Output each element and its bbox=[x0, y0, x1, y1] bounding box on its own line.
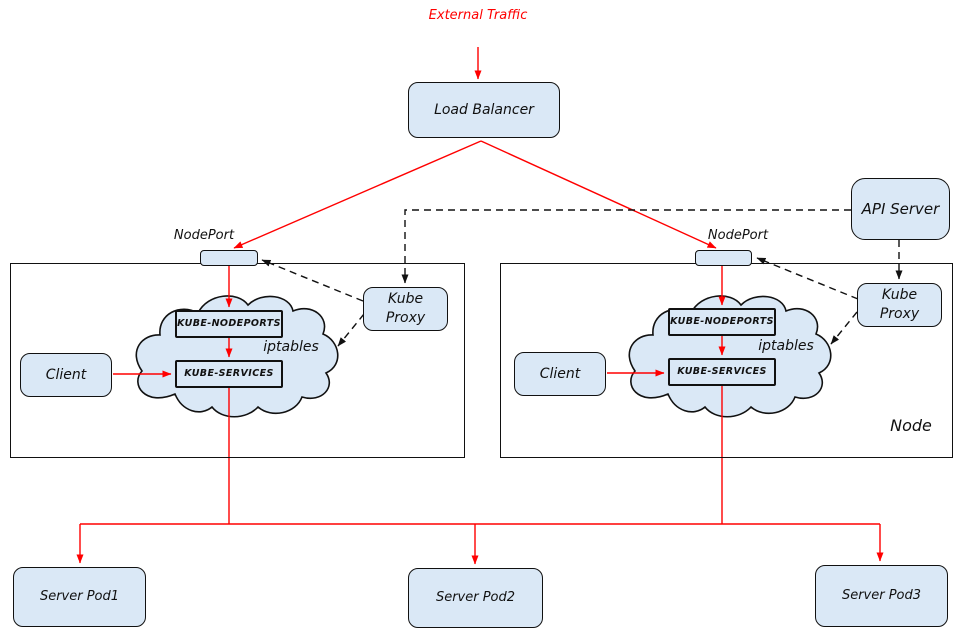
edge-kubeproxy2-to-nodeport2 bbox=[756, 257, 859, 300]
api-server-box: API Server bbox=[851, 178, 950, 240]
node1-nodeport-label: NodePort bbox=[173, 228, 235, 243]
server-pod1-box: Server Pod1 bbox=[13, 567, 146, 627]
external-traffic-label: External Traffic bbox=[428, 8, 528, 23]
node1-nodeport-box bbox=[200, 250, 258, 266]
node2-iptables-label: iptables bbox=[758, 338, 814, 354]
node1-kube-nodeports-box: KUBE-NODEPORTS bbox=[175, 310, 283, 338]
load-balancer-box: Load Balancer bbox=[408, 82, 560, 138]
node2-client-box: Client bbox=[514, 352, 606, 396]
node2-name-label: Node bbox=[890, 416, 932, 435]
node1-kube-proxy-box: Kube Proxy bbox=[363, 287, 448, 331]
node1-kube-services-box: KUBE-SERVICES bbox=[175, 360, 283, 388]
server-pod2-box: Server Pod2 bbox=[408, 568, 543, 628]
node2-nodeport-box bbox=[695, 250, 752, 266]
node1-kube-proxy-label: Kube Proxy bbox=[385, 291, 426, 326]
node2-kube-proxy-box: Kube Proxy bbox=[857, 283, 942, 327]
node1-iptables-label: iptables bbox=[263, 339, 319, 355]
edge-kubeproxy1-to-nodeport1 bbox=[261, 259, 364, 302]
node1-client-box: Client bbox=[20, 353, 112, 397]
edge-lb-to-nodeport1 bbox=[233, 140, 482, 249]
node2-nodeport-label: NodePort bbox=[707, 228, 769, 243]
edge-lb-to-nodeport2 bbox=[480, 140, 717, 249]
server-pod3-box: Server Pod3 bbox=[815, 565, 948, 627]
edge-apiserver-to-kubeproxy1 bbox=[401, 209, 851, 284]
edge-kubeproxy2-to-iptables2 bbox=[830, 311, 858, 345]
node2-kube-proxy-label: Kube Proxy bbox=[879, 287, 920, 322]
edge-kubeproxy1-to-iptables1 bbox=[337, 313, 365, 347]
node2-kube-nodeports-box: KUBE-NODEPORTS bbox=[668, 308, 776, 336]
node2-kube-services-box: KUBE-SERVICES bbox=[668, 358, 776, 386]
